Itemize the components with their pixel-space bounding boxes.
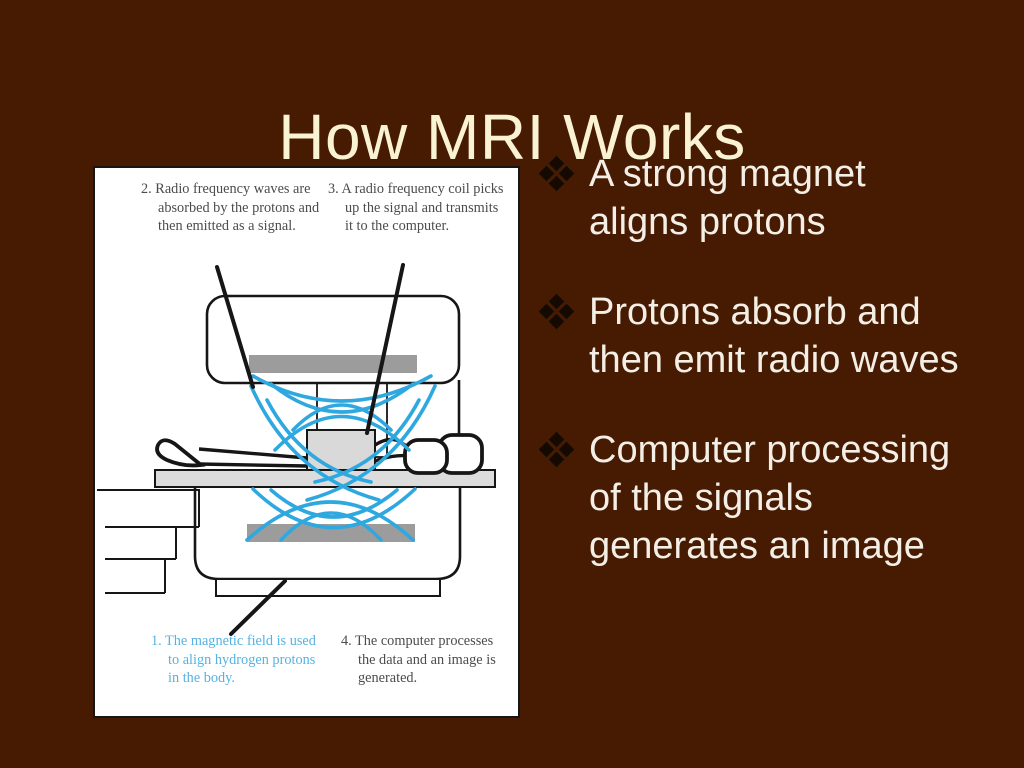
mri-machine-illustration [97, 263, 496, 636]
diagram-label-step3: 3. A radio frequency coil picks up the s… [328, 181, 504, 235]
diagram-label-step4: 4. The computer processes the data and a… [341, 633, 496, 687]
upper-magnet-bar [249, 355, 417, 373]
rf-coil-box [306, 429, 376, 471]
radio-waves [245, 374, 437, 542]
bullet-text: Protons absorb and then emit radio waves [589, 291, 959, 381]
list-item: A strong magnet aligns protons [538, 150, 991, 246]
lower-magnet-bar [247, 524, 415, 542]
mri-diagram-panel: 2. Radio frequency waves are absorbed by… [93, 166, 520, 718]
bullet-list: A strong magnet aligns protons Protons a… [538, 150, 991, 612]
list-item: Protons absorb and then emit radio waves [538, 288, 991, 384]
list-item: Computer processing of the signals gener… [538, 426, 991, 570]
bullet-text: A strong magnet aligns protons [589, 153, 866, 243]
diamond-bullet-icon [538, 155, 575, 192]
pointer-line-step2 [215, 265, 255, 389]
page-title: How MRI Works [278, 100, 746, 173]
diamond-bullet-icon [538, 431, 575, 468]
patient-head [403, 438, 449, 475]
patient-foot [155, 438, 206, 468]
pointer-line-step3 [365, 263, 405, 435]
diagram-label-step1: 1. The magnetic field is used to align h… [151, 633, 316, 687]
side-steps [97, 489, 200, 594]
pointer-line-step1 [229, 579, 287, 636]
housing-base [215, 578, 441, 597]
diamond-bullet-icon [538, 293, 575, 330]
bullet-text: Computer processing of the signals gener… [589, 429, 951, 567]
diagram-label-step2: 2. Radio frequency waves are absorbed by… [141, 181, 320, 235]
patient-figure [155, 433, 484, 475]
